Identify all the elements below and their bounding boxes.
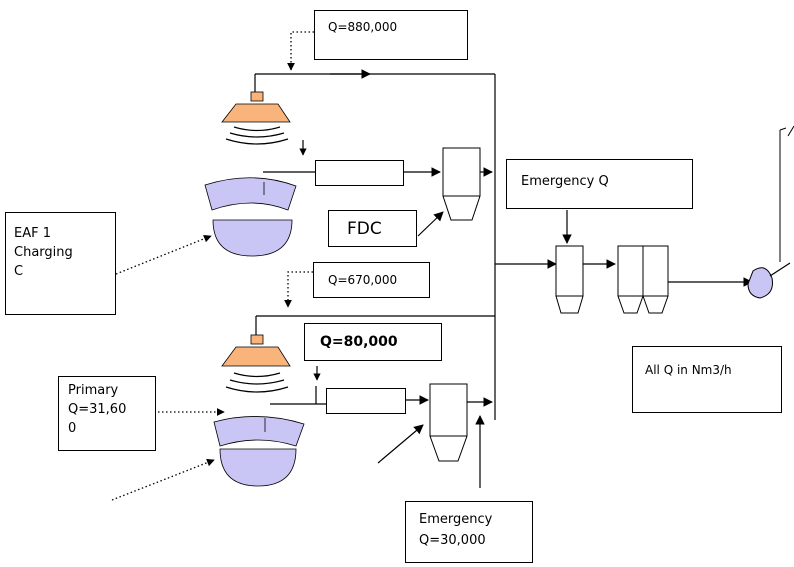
eaf-charging-label: Charging bbox=[14, 245, 73, 260]
upper-duct-lines bbox=[254, 73, 557, 420]
q-670-box: Q=670,000 bbox=[313, 262, 430, 298]
units-note-label: All Q in Nm3/h bbox=[645, 363, 732, 377]
emergency-bottom-box: Emergency Q=30,000 bbox=[405, 501, 533, 563]
fdc-label: FDC bbox=[347, 219, 382, 239]
lower-flow-box bbox=[326, 388, 406, 414]
q-880-box: Q=880,000 bbox=[314, 10, 468, 60]
upper-flow-box bbox=[315, 160, 404, 186]
lower-duct-lines bbox=[255, 315, 495, 488]
stack-icon bbox=[779, 125, 794, 262]
baghouse-icon bbox=[617, 245, 669, 314]
mixing-chamber-icon bbox=[555, 245, 584, 314]
eaf-1-box: EAF 1 Charging C bbox=[5, 212, 116, 315]
emergency-bottom-q-label: Q=30,000 bbox=[419, 533, 486, 548]
q-670-label: Q=670,000 bbox=[328, 273, 398, 287]
primary-q-label-2: 0 bbox=[68, 421, 77, 436]
emergency-bottom-label: Emergency bbox=[419, 512, 493, 527]
emergency-q-box: Emergency Q bbox=[506, 159, 693, 209]
solid-arrows bbox=[299, 140, 572, 464]
eaf-c-label: C bbox=[14, 264, 24, 279]
primary-box: Primary Q=31,60 0 bbox=[58, 376, 156, 451]
emergency-q-label: Emergency Q bbox=[521, 174, 609, 189]
eaf-1-label: EAF 1 bbox=[14, 226, 51, 241]
q-80-label: Q=80,000 bbox=[320, 334, 398, 350]
fdc-box: FDC bbox=[328, 210, 417, 247]
fan-icon bbox=[747, 262, 791, 299]
upper-hood-icon bbox=[221, 91, 291, 145]
upper-filter-icon bbox=[442, 147, 481, 221]
primary-q-label-1: Q=31,60 bbox=[68, 402, 127, 417]
units-note-box: All Q in Nm3/h bbox=[632, 346, 782, 413]
lower-hood-icon bbox=[221, 334, 291, 393]
q-880-label: Q=880,000 bbox=[328, 20, 398, 34]
upper-furnace-icon bbox=[204, 177, 297, 257]
lower-furnace-icon bbox=[213, 416, 305, 487]
q-80-box: Q=80,000 bbox=[304, 323, 442, 361]
primary-label: Primary bbox=[68, 383, 119, 398]
dotted-arrows bbox=[111, 31, 314, 501]
lower-filter-icon bbox=[429, 383, 468, 462]
